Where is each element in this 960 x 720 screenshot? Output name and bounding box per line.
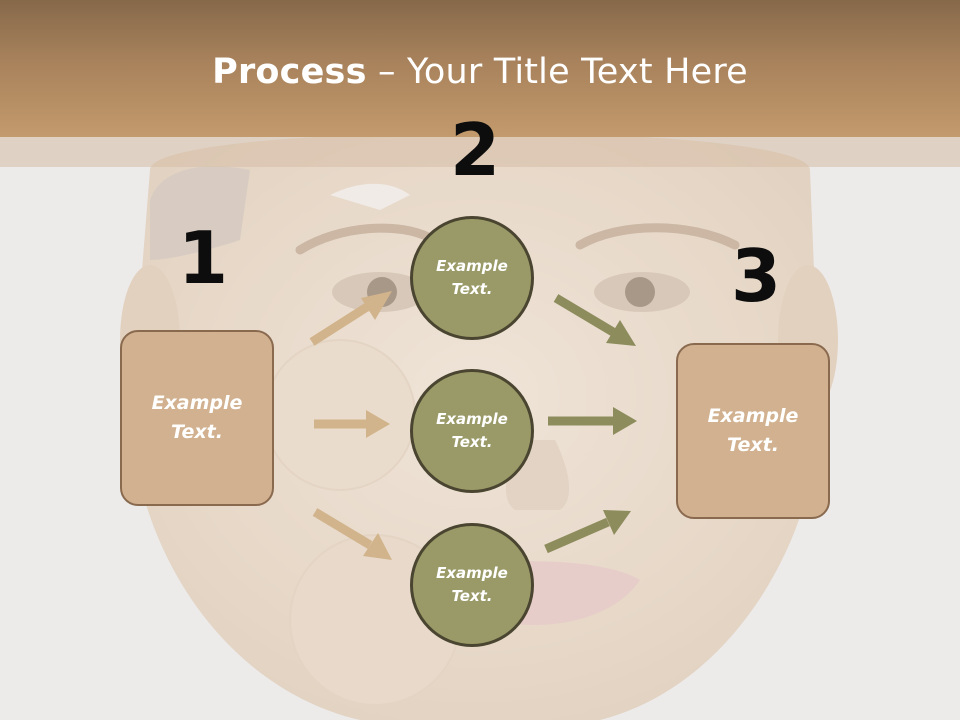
right-box-line-2: Text. [727,434,779,456]
title-rest: – Your Title Text Here [366,52,748,92]
step-circle-bottom: Example Text. [410,523,534,647]
arrow-left-to-bottom [312,508,392,560]
circle-middle-line-1: Example [436,410,508,428]
arrow-left-to-top [309,291,392,346]
step-number-3: 3 [731,234,782,318]
right-box-line-1: Example [707,405,799,427]
arrow-middle-to-right [548,407,637,435]
circle-top-line-2: Text. [451,280,493,298]
arrow-bottom-to-right [544,510,631,554]
circle-middle-line-2: Text. [451,433,493,451]
slide-title: Process – Your Title Text Here [0,52,960,92]
title-bold: Process [212,52,367,92]
circle-bottom-line-1: Example [436,564,508,582]
arrow-top-to-right [553,294,636,346]
left-box-line-1: Example [151,392,243,414]
title-bar [0,0,960,137]
step-circle-top: Example Text. [410,216,534,340]
step-circle-middle: Example Text. [410,369,534,493]
circle-bottom-line-2: Text. [451,587,493,605]
arrow-left-to-middle [314,410,390,438]
title-band [0,137,960,167]
right-step-box: Example Text. [676,343,830,519]
left-box-line-2: Text. [171,421,223,443]
step-number-1: 1 [178,216,229,300]
circle-top-line-1: Example [436,257,508,275]
step-number-2: 2 [450,108,501,192]
left-step-box: Example Text. [120,330,274,506]
